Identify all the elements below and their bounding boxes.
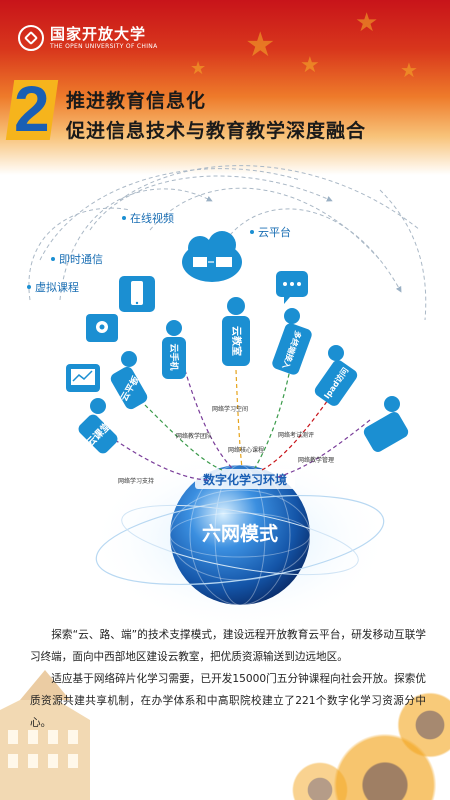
globe-label: 六网模式 bbox=[202, 522, 278, 545]
float-label: 虚拟课程 bbox=[35, 280, 79, 294]
sunflower-decoration bbox=[290, 760, 350, 800]
description-text: 探索“云、路、端”的技术支撑模式，建设远程开放教育云平台，研发移动互联学习终端，… bbox=[30, 624, 426, 734]
building-illustration bbox=[0, 670, 90, 800]
float-label: 即时通信 bbox=[59, 253, 103, 266]
orbit-ring bbox=[121, 504, 359, 576]
person-figure-cloud-tablet: 云平板 bbox=[110, 351, 148, 410]
connection-label: 网络教学团队 bbox=[176, 432, 212, 440]
connection-arcs bbox=[28, 165, 427, 321]
logo-chinese-name: 国家开放大学 bbox=[50, 24, 147, 43]
cloud-devices-icon bbox=[182, 231, 242, 282]
camera-icon bbox=[86, 314, 118, 342]
section-number: 2 bbox=[14, 73, 50, 145]
section-number-badge: 2 bbox=[5, 74, 59, 144]
connection-label-group: 网络学习空间 网络教学团队 网络核心课程 网络考试测评 网络学习支持 网络教学管… bbox=[118, 405, 334, 485]
star-icon: ★ bbox=[300, 53, 320, 78]
phone-icon bbox=[119, 276, 155, 312]
person-figure-multi-terminal: 多终端接入 bbox=[272, 308, 312, 375]
float-label: 在线视频 bbox=[130, 211, 174, 225]
sunflower-decoration bbox=[395, 690, 450, 760]
star-icon: ★ bbox=[190, 58, 207, 79]
person-figure-ipad: Ipad访问 bbox=[314, 345, 358, 406]
figure-links bbox=[114, 359, 371, 481]
float-label: 云平台 bbox=[258, 225, 291, 239]
logo-text: 国家开放大学 THE OPEN UNIVERSITY OF CHINA bbox=[50, 24, 158, 51]
figure-label: 云教室 bbox=[230, 326, 243, 356]
orbit-ring bbox=[95, 494, 385, 586]
person-figure-cloud-classroom: 云课堂 bbox=[78, 398, 118, 454]
description-paragraph-2: 适应基于网络碎片化学习需要，已开发15000门五分钟课程向社会开放。探索优质资源… bbox=[30, 673, 426, 729]
environment-label-box bbox=[195, 469, 295, 489]
star-icon: ★ bbox=[245, 25, 276, 65]
title-line-1: 推进教育信息化 bbox=[66, 90, 207, 112]
star-icon: ★ bbox=[400, 58, 418, 82]
globe bbox=[170, 465, 310, 605]
float-label-group: 在线视频 云平台 即时通信 虚拟课程 bbox=[27, 211, 291, 294]
presentation-icon bbox=[66, 364, 100, 392]
person-figure-cloud-room: 云教室 bbox=[222, 297, 250, 366]
person-figure-cloud-phone: 云手机 bbox=[162, 320, 186, 379]
chat-bubble-icon bbox=[276, 271, 308, 304]
header-banner: ★ ★ ★ ★ ★ bbox=[0, 0, 450, 175]
seal-icon bbox=[18, 25, 44, 51]
connection-label: 网络核心课程 bbox=[228, 446, 264, 454]
logo-english-name: THE OPEN UNIVERSITY OF CHINA bbox=[50, 42, 158, 50]
description-paragraph-1: 探索“云、路、端”的技术支撑模式，建设远程开放教育云平台，研发移动互联学习终端，… bbox=[30, 629, 426, 663]
figure-label: 云手机 bbox=[168, 343, 180, 370]
person-figure-user bbox=[363, 396, 409, 452]
connection-label: 网络学习空间 bbox=[212, 405, 248, 413]
connection-label: 网络考试测评 bbox=[278, 431, 314, 439]
environment-label: 数字化学习环境 bbox=[203, 472, 287, 487]
title-line-2: 促进信息技术与教育教学深度融合 bbox=[66, 120, 367, 142]
university-logo: 国家开放大学 THE OPEN UNIVERSITY OF CHINA bbox=[18, 25, 157, 51]
star-icon: ★ bbox=[355, 8, 379, 38]
connection-label: 网络学习支持 bbox=[118, 477, 154, 485]
connection-label: 网络教学管理 bbox=[298, 456, 334, 464]
